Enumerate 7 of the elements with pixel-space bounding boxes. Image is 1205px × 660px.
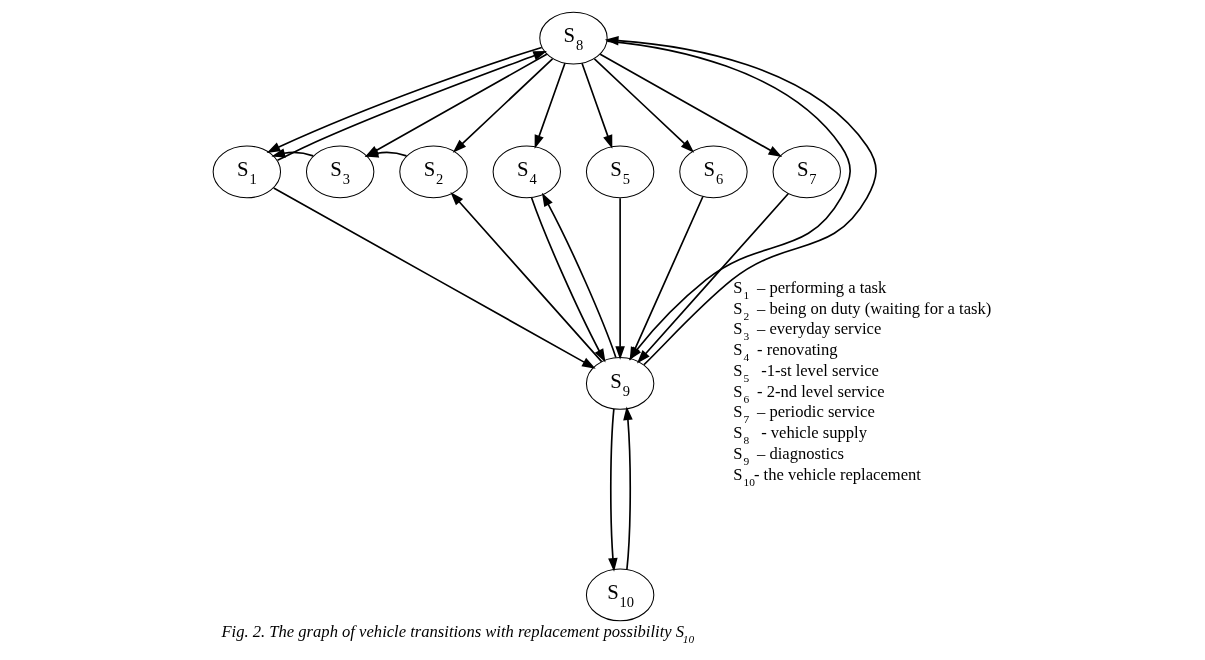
label: S$_{10}$- the vehicle replacement	[733, 464, 921, 488]
label: S$_{6}$ - 2-nd level service	[733, 381, 885, 405]
label: S$_{1}$ – performing a task	[733, 277, 887, 301]
label: S$_{2}$ – being on duty (waiting for a task)	[733, 298, 992, 322]
label: S$_{3}$ – everyday service	[733, 319, 882, 343]
caption: Fig. 2. The graph of vehicle transitions with replacement possibility S$_{10}$	[221, 622, 695, 646]
label: S$_{7}$ – periodic service	[733, 402, 875, 426]
